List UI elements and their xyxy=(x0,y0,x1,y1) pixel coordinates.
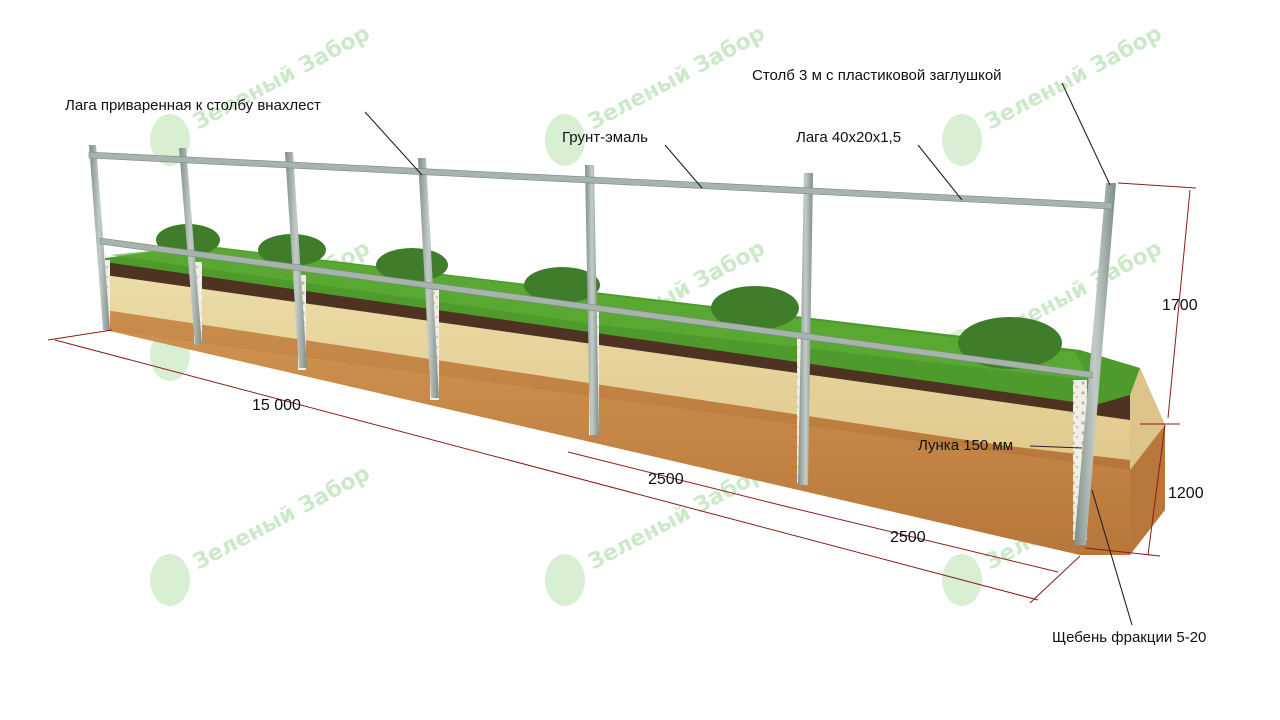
post xyxy=(89,145,110,330)
watermark-text: Зеленый Забор xyxy=(981,21,1166,135)
hole-label: Лунка 150 мм xyxy=(918,437,1013,454)
primer-label: Грунт-эмаль xyxy=(562,129,648,146)
watermark-logo: Зеленый Забор xyxy=(150,461,374,606)
watermark-logo: Зеленый Забор xyxy=(150,21,374,166)
leader-lines xyxy=(364,82,1133,626)
post xyxy=(179,148,202,345)
height-dimension xyxy=(1167,189,1191,419)
sand-layer xyxy=(105,275,1130,460)
post-label: Столб 3 м с пластиковой заглушкой xyxy=(752,67,1002,84)
gravel-label: Щебень фракции 5-20 xyxy=(1052,629,1206,646)
clay-layer xyxy=(105,320,1130,555)
watermark-text: Зеленый Забор xyxy=(584,21,769,135)
span-1-dimension xyxy=(567,451,781,506)
shrub xyxy=(711,286,799,330)
depth-dimension xyxy=(1147,424,1166,556)
dimension-lines xyxy=(47,182,1197,604)
post xyxy=(585,165,599,435)
post xyxy=(418,158,439,398)
shrub xyxy=(524,267,600,303)
upper-rail xyxy=(88,151,1113,210)
total-length-dimension xyxy=(54,339,1039,601)
shrubs xyxy=(156,224,1062,369)
height-label: 1700 xyxy=(1162,297,1198,314)
welded-rail-label: Лага приваренная к столбу внахлест xyxy=(65,97,321,114)
watermark-text: Зеленый Забор xyxy=(189,461,374,575)
post xyxy=(1074,183,1116,545)
watermark-text: Зеленый Забор xyxy=(189,21,374,135)
total-length-label: 15 000 xyxy=(252,397,301,414)
shrub xyxy=(958,317,1062,369)
watermark-logo: Зеленый Забор xyxy=(942,21,1166,166)
span-2-dimension xyxy=(779,504,1059,573)
post xyxy=(798,173,813,485)
lower-rail xyxy=(99,237,1093,379)
depth-label: 1200 xyxy=(1168,485,1204,502)
span-1-label: 2500 xyxy=(648,471,684,488)
soil-block xyxy=(105,245,1165,555)
fence-frame xyxy=(88,145,1116,545)
rail-label: Лага 40x20x1,5 xyxy=(796,129,901,146)
post xyxy=(285,152,307,368)
span-2-label: 2500 xyxy=(890,529,926,546)
